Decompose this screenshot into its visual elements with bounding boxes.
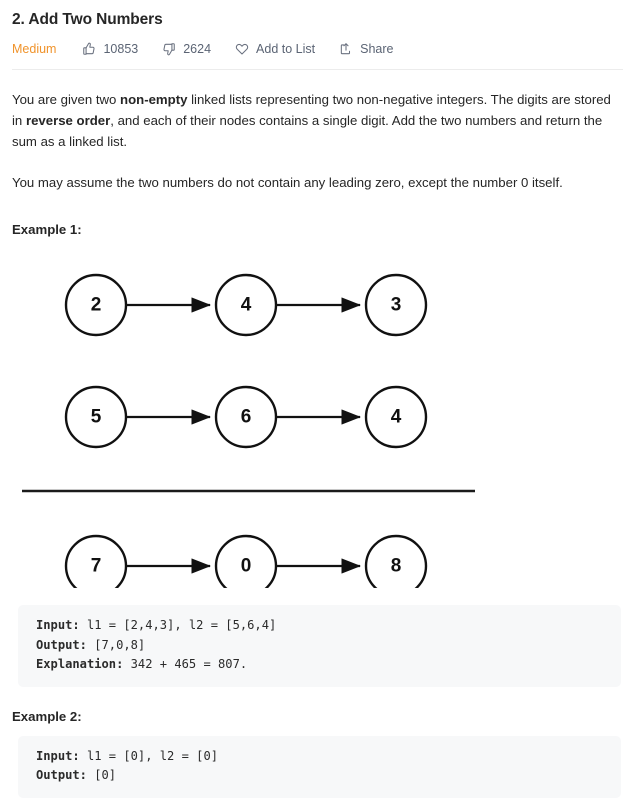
heart-icon bbox=[235, 42, 249, 56]
code-value-input: l1 = [0], l2 = [0] bbox=[79, 748, 219, 763]
page-title: 2. Add Two Numbers bbox=[12, 11, 163, 28]
code-value-output: [0] bbox=[86, 768, 117, 782]
linked-list-diagram: 2 4 3 5 6 4 bbox=[12, 243, 621, 598]
thumbs-up-icon bbox=[82, 42, 96, 56]
likes-button[interactable]: 10853 bbox=[82, 42, 138, 56]
difficulty-badge: Medium bbox=[12, 42, 57, 56]
code-line-input: Input: l1 = [0], l2 = [0] bbox=[36, 747, 621, 767]
node-value: 3 bbox=[391, 295, 402, 316]
code-value-input: l1 = [2,4,3], l2 = [5,6,4] bbox=[79, 618, 277, 632]
node-value: 4 bbox=[391, 407, 402, 428]
example-2-code-block: Input: l1 = [0], l2 = [0] Output: [0] bbox=[18, 735, 621, 798]
example-1-heading: Example 1: bbox=[12, 222, 82, 237]
header-divider bbox=[12, 69, 623, 70]
share-icon bbox=[339, 42, 353, 56]
code-label-output: Output: bbox=[36, 768, 87, 782]
likes-count: 10853 bbox=[103, 42, 139, 56]
code-line-explanation: Explanation: 342 + 465 = 807. bbox=[36, 655, 621, 675]
code-label-input: Input: bbox=[36, 748, 80, 763]
code-line-output: Output: [0] bbox=[36, 766, 621, 786]
code-label-explanation: Explanation: bbox=[36, 657, 124, 671]
linked-list-row-addend1: 2 4 3 bbox=[64, 273, 428, 337]
code-label-input: Input: bbox=[36, 618, 80, 632]
linked-list-svg: 2 4 3 5 6 4 bbox=[22, 273, 475, 598]
desc-bold-reverse-order: reverse order bbox=[25, 113, 111, 128]
example-2-heading: Example 2: bbox=[12, 708, 82, 724]
linked-list-row-addend2: 5 6 4 bbox=[64, 385, 428, 449]
linked-list-row-sum: 7 0 8 bbox=[64, 534, 428, 598]
code-value-output: [7,0,8] bbox=[86, 637, 146, 652]
node-value: 0 bbox=[241, 556, 252, 577]
node-value: 7 bbox=[91, 556, 102, 577]
node-value: 2 bbox=[91, 295, 102, 316]
problem-meta-row: Medium 10853 2624 bbox=[12, 42, 621, 56]
desc-bold-non-empty: non-empty bbox=[120, 92, 188, 107]
add-to-list-label: Add to List bbox=[256, 42, 316, 56]
add-to-list-button[interactable]: Add to List bbox=[235, 42, 315, 56]
node-value: 8 bbox=[391, 556, 402, 577]
share-button[interactable]: Share bbox=[339, 42, 393, 56]
problem-page: 2. Add Two Numbers Medium 10853 2624 bbox=[0, 11, 631, 798]
description-paragraph-2: You may assume the two numbers do not co… bbox=[12, 175, 563, 190]
share-label: Share bbox=[360, 42, 394, 56]
example-1-code-block: Input: l1 = [2,4,3], l2 = [5,6,4] Output… bbox=[18, 605, 621, 687]
node-value: 5 bbox=[91, 407, 102, 428]
dislikes-button[interactable]: 2624 bbox=[162, 42, 211, 56]
code-label-output: Output: bbox=[36, 637, 87, 652]
description-paragraph-1: You are given two non-empty linked lists… bbox=[12, 89, 619, 152]
desc-text-a: You are given two bbox=[12, 92, 121, 107]
desc-text-e: , and each of their nodes contains a sin… bbox=[12, 113, 603, 149]
code-line-output: Output: [7,0,8] bbox=[36, 636, 621, 656]
code-value-explanation: 342 + 465 = 807. bbox=[123, 657, 248, 671]
node-value: 6 bbox=[241, 407, 252, 428]
code-line-input: Input: l1 = [2,4,3], l2 = [5,6,4] bbox=[36, 616, 621, 636]
thumbs-down-icon bbox=[162, 42, 176, 56]
node-value: 4 bbox=[241, 295, 252, 316]
desc-text-c: linked lists representing two non-negati… bbox=[12, 92, 611, 128]
dislikes-count: 2624 bbox=[183, 42, 212, 56]
